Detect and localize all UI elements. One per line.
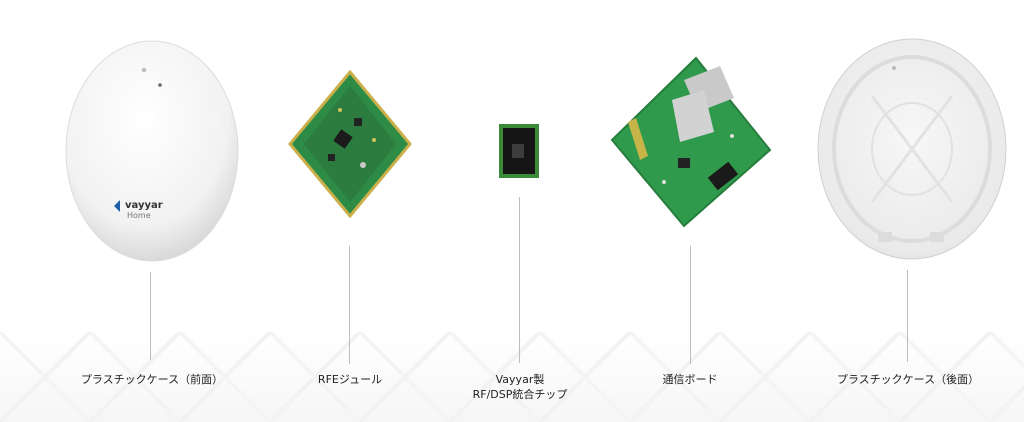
chip-image <box>499 124 539 178</box>
chip-leader-line <box>519 197 520 363</box>
front-case-logo-sub: Home <box>127 211 151 220</box>
chip-item: Vayyar製 RF/DSP統合チップ <box>440 0 600 422</box>
comm-board-image <box>610 56 772 228</box>
front-case-logo-text: vayyar <box>125 200 163 211</box>
comm-board-item: 通信ボード <box>600 0 800 422</box>
front-case-image <box>65 40 239 262</box>
chip-caption-line2: RF/DSP統合チップ <box>472 388 568 401</box>
front-case-leader-line <box>150 272 151 360</box>
vayyar-logo-icon <box>114 200 120 212</box>
rfe-module-image <box>288 70 412 218</box>
back-case-caption: プラスチックケース（後面） <box>836 373 980 386</box>
front-case-item: vayyar Home プラスチックケース（前面） <box>0 0 300 422</box>
front-case-caption: プラスチックケース（前面） <box>80 373 224 386</box>
rfe-module-caption: RFEジュール <box>317 373 383 386</box>
rfe-module-item: RFEジュール <box>260 0 440 422</box>
back-case-item: プラスチックケース（後面） <box>800 0 1024 422</box>
rfe-module-leader-line <box>349 246 350 364</box>
chip-caption: Vayyar製 RF/DSP統合チップ <box>450 372 590 402</box>
comm-board-caption: 通信ボード <box>662 373 718 386</box>
back-case-image <box>817 38 1007 260</box>
back-case-leader-line <box>907 270 908 362</box>
comm-board-leader-line <box>690 246 691 364</box>
chip-caption-line1: Vayyar製 <box>495 373 545 386</box>
background-pattern <box>0 332 1024 422</box>
